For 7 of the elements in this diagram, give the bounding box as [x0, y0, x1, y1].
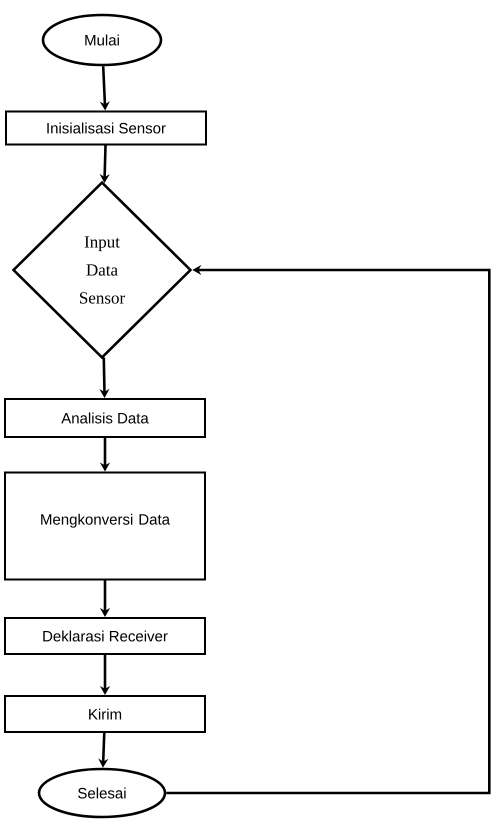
ellipse-terminal: Mulai	[42, 14, 162, 66]
ellipse-terminal: Selesai	[38, 768, 166, 818]
process-box: Analisis Data	[4, 398, 206, 438]
process-box: Deklarasi Receiver	[4, 617, 206, 655]
process-box: Inisialisasi Sensor	[5, 110, 207, 146]
process-box: Mengkonversi Data	[4, 472, 206, 580]
process-box: Kirim	[4, 695, 206, 733]
